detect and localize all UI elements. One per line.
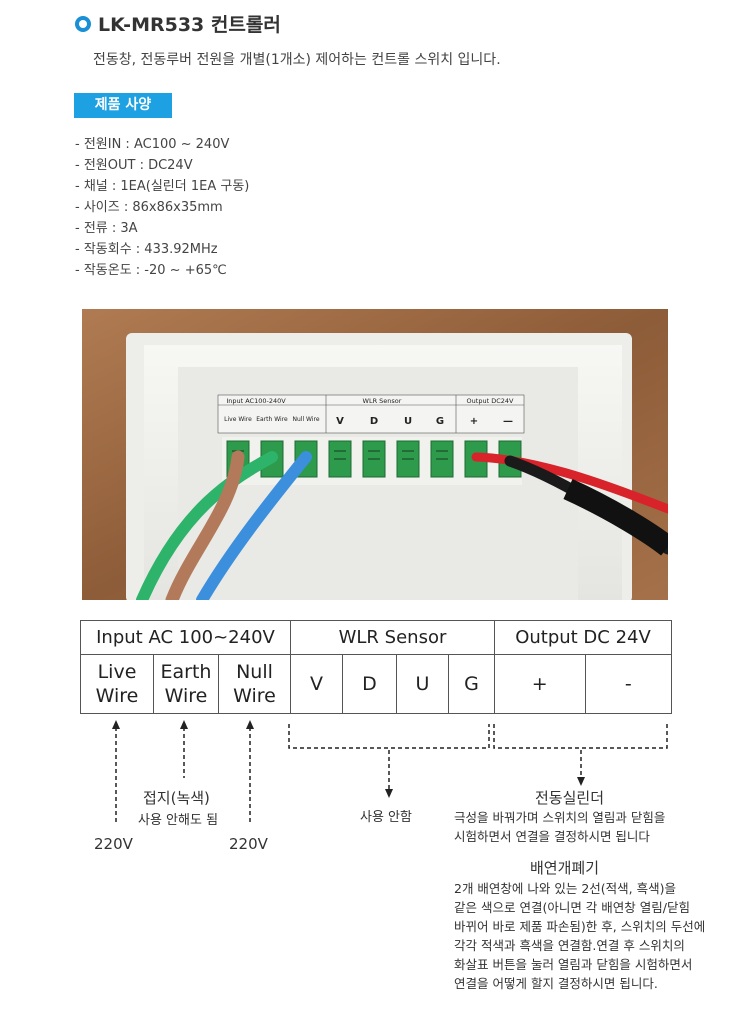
window-desc-line2: 같은 색으로 연결(아니면 각 배연창 열림/닫힘 xyxy=(454,900,690,915)
spec-item-current: - 전류 : 3A xyxy=(75,221,138,236)
cell-null-line2: Wire xyxy=(233,685,276,707)
spec-item-power-out: - 전원OUT : DC24V xyxy=(75,158,193,173)
cell-output-plus: + xyxy=(494,654,586,714)
null-voltage-label: 220V xyxy=(229,835,268,853)
cell-sensor-v: V xyxy=(290,654,343,714)
title-bullet-icon xyxy=(75,16,91,32)
earth-title: 접지(녹색) xyxy=(143,789,210,807)
spec-item-power-in: - 전원IN : AC100 ~ 240V xyxy=(75,137,230,152)
photo-header-input: Input AC100-240V xyxy=(226,397,286,405)
table-header-output: Output DC 24V xyxy=(494,620,672,655)
photo-pin-minus: — xyxy=(503,416,513,427)
spec-item-temperature: - 작동온도 : -20 ~ +65℃ xyxy=(75,263,227,278)
null-arrow-head xyxy=(246,720,254,729)
cell-sensor-g: G xyxy=(448,654,495,714)
wiring-table: Input AC 100~240V WLR Sensor Output DC 2… xyxy=(80,620,672,714)
intro-text: 전동창, 전동루버 전원을 개별(1개소) 제어하는 컨트롤 스위치 입니다. xyxy=(93,52,501,68)
cell-null-line1: Null xyxy=(236,661,273,683)
cylinder-desc-line1: 극성을 바꿔가며 스위치의 열림과 닫힘을 xyxy=(454,810,666,825)
photo-sub-earth: Earth Wire xyxy=(256,416,288,423)
photo-pin-v: V xyxy=(336,416,344,427)
photo-sub-null: Null Wire xyxy=(292,416,319,423)
cell-live-line2: Wire xyxy=(95,685,139,707)
spec-item-frequency: - 작동회수 : 433.92MHz xyxy=(75,242,218,257)
sensor-desc: 사용 안함 xyxy=(360,810,412,825)
table-header-sensor: WLR Sensor xyxy=(290,620,495,655)
photo-header-sensor: WLR Sensor xyxy=(363,397,402,405)
live-arrow-head xyxy=(112,720,120,729)
window-desc-line6: 연결을 어떻게 할지 결정하시면 됩니다. xyxy=(454,976,658,991)
cell-output-minus: - xyxy=(584,654,672,714)
cylinder-desc-line2: 시험하면서 연결을 결정하시면 됩니다 xyxy=(454,829,650,844)
spec-item-size: - 사이즈 : 86x86x35mm xyxy=(75,200,223,215)
output-arrow-head xyxy=(577,777,585,786)
spec-badge: 제품 사양 xyxy=(74,93,172,118)
spec-item-channel: - 채널 : 1EA(실린더 1EA 구동) xyxy=(75,179,250,194)
earth-desc: 사용 안해도 됨 xyxy=(138,813,219,828)
window-desc-line1: 2개 배연창에 나와 있는 2선(적색, 흑색)을 xyxy=(454,881,677,896)
photo-pin-u: U xyxy=(404,416,412,427)
window-desc-line4: 각각 적색과 흑색을 연결함.연결 후 스위치의 xyxy=(454,938,685,953)
cell-earth-line1: Earth xyxy=(160,661,212,683)
page-title: LK-MR533 컨트롤러 xyxy=(98,14,281,36)
cell-earth-line2: Wire xyxy=(164,685,208,707)
window-desc-line5: 화살표 버튼을 눌러 열림과 닫힘을 시험하면서 xyxy=(454,957,693,972)
photo-header-output: Output DC24V xyxy=(467,397,514,405)
photo-sub-live: Live Wire xyxy=(224,416,252,423)
photo-pin-plus: + xyxy=(470,416,478,427)
window-title: 배연개폐기 xyxy=(530,859,600,877)
cell-sensor-u: U xyxy=(396,654,449,714)
window-desc-line3: 바뀌어 바로 제품 파손됨)한 후, 스위치의 두선에 xyxy=(454,919,706,934)
sensor-arrow-head xyxy=(385,789,393,798)
live-voltage-label: 220V xyxy=(94,835,133,853)
photo-pin-d: D xyxy=(370,416,378,427)
cell-sensor-d: D xyxy=(342,654,397,714)
spec-list: - 전원IN : AC100 ~ 240V - 전원OUT : DC24V - … xyxy=(75,134,249,281)
cell-live-line1: Live xyxy=(97,661,137,683)
earth-arrow-head xyxy=(180,720,188,729)
photo-pin-g: G xyxy=(436,416,444,427)
product-photo: Input AC100-240V WLR Sensor Output DC24V… xyxy=(82,309,668,600)
cylinder-title: 전동실린더 xyxy=(535,789,605,807)
sensor-bracket xyxy=(288,724,490,749)
output-bracket xyxy=(493,724,668,749)
